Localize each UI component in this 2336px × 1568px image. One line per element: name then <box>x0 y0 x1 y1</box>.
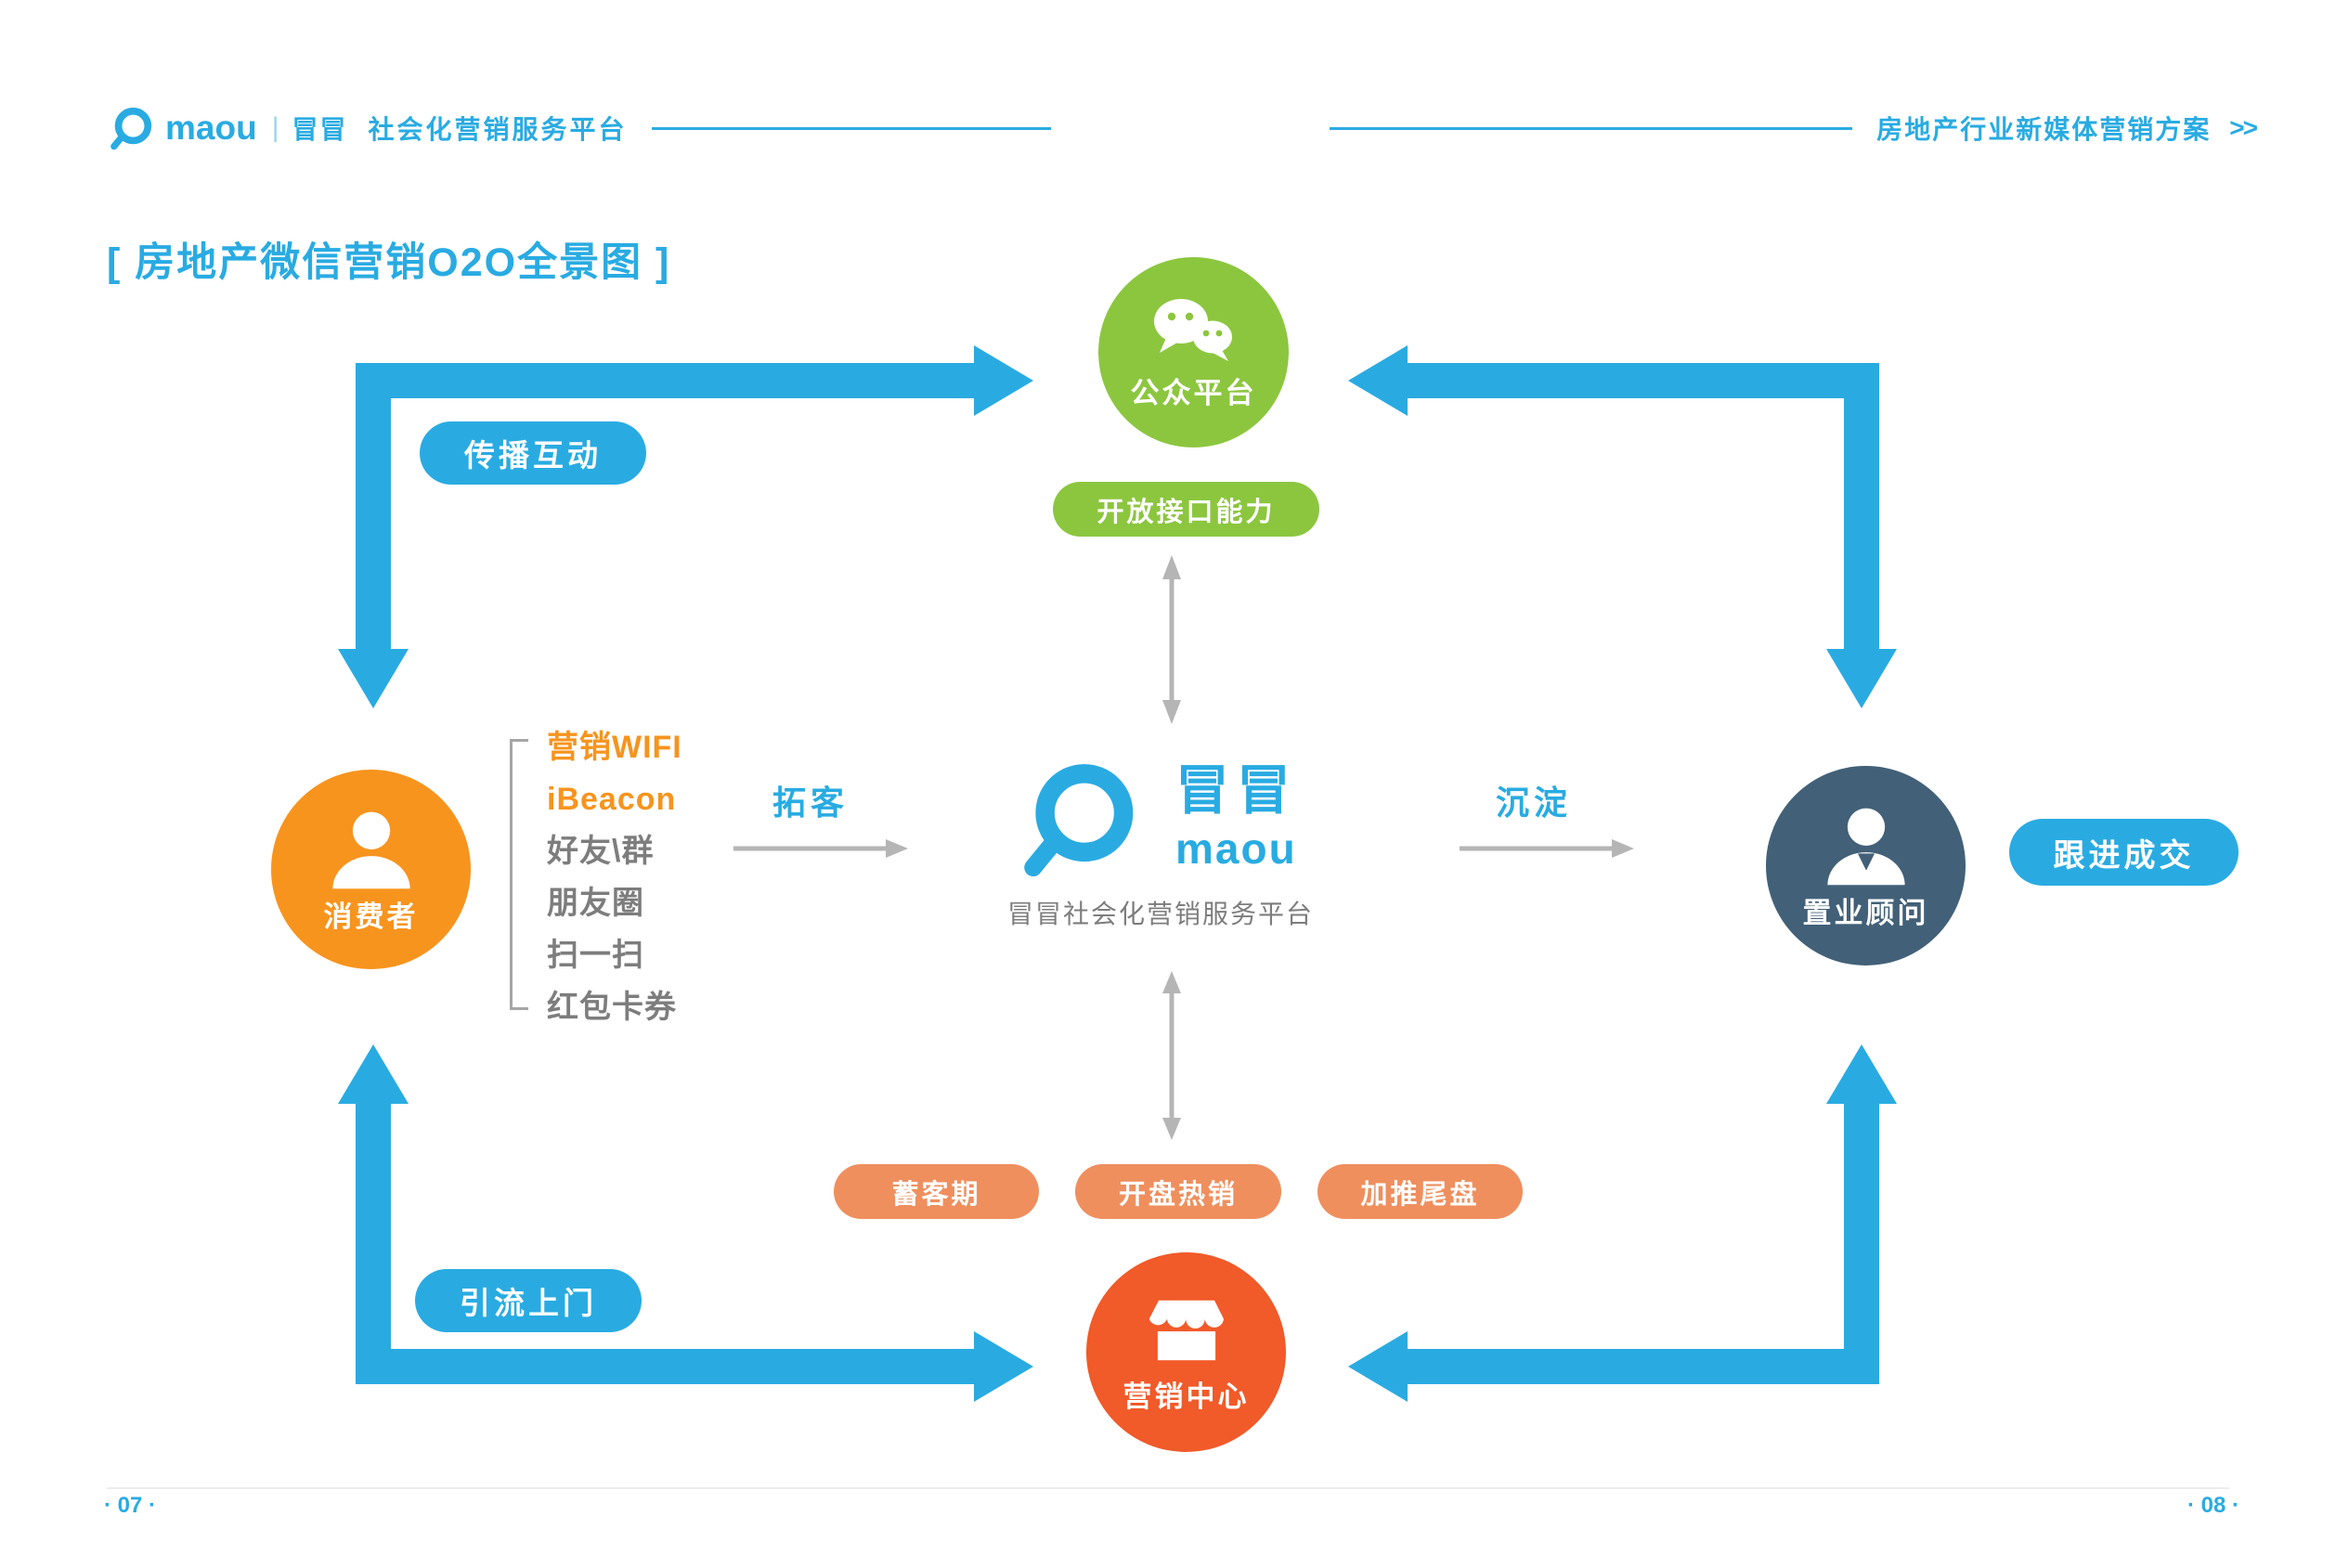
arrow-consultant-marketing <box>1348 1044 1897 1402</box>
arrow-openapi-maou <box>1162 555 1181 724</box>
maou-center-brand: 冒冒 maou <box>1175 760 1299 874</box>
arrow-maou-consultant <box>1460 839 1634 858</box>
logo-brand-en: maou <box>165 109 257 147</box>
channel-list: 营销WIFI iBeacon 好友\群 朋友圈 扫一扫 红包卡券 <box>547 721 682 1033</box>
arrow-consumer-marketing <box>338 1044 1033 1402</box>
channel-item: 好友\群 <box>547 834 655 869</box>
header-rule-right <box>1330 126 1853 130</box>
maou-caption: 冒冒社会化营销服务平台 <box>1006 900 1314 928</box>
open-api-pill: 开放接口能力 <box>1053 482 1319 537</box>
node-consultant: 置业顾问 <box>1766 766 1966 965</box>
flow-label-acquire: 拓客 <box>772 784 849 822</box>
channel-item: iBeacon <box>547 782 677 817</box>
store-icon <box>1149 1300 1224 1361</box>
channel-item: 朋友圈 <box>547 886 644 921</box>
doc-title: 房地产行业新媒体营销方案 <box>1876 115 2212 144</box>
node-label: 营销中心 <box>1123 1380 1250 1413</box>
channel-item: 扫一扫 <box>547 938 644 973</box>
wechat-icon <box>1153 299 1232 361</box>
lead-in-pill: 引流上门 <box>415 1269 642 1332</box>
logo-divider: | <box>271 112 279 143</box>
node-public-platform: 公众平台 <box>1098 257 1289 447</box>
page-number-right: · 08 · <box>2187 1493 2239 1518</box>
arrow-consumer-public <box>338 345 1033 708</box>
maou-logo-icon <box>110 107 152 150</box>
logo-brand-cn: 冒冒 <box>292 115 348 144</box>
arrow-channels-maou <box>733 839 908 858</box>
brand-cn: 冒冒 <box>1175 760 1299 821</box>
channel-item: 红包卡券 <box>547 990 677 1025</box>
page-title: [ 房地产微信营销O2O全景图 ] <box>107 240 671 285</box>
node-label: 公众平台 <box>1130 377 1257 409</box>
node-label: 消费者 <box>323 901 419 933</box>
channel-bracket <box>510 739 528 1010</box>
arrow-maou-phases <box>1162 971 1181 1140</box>
person-icon <box>331 811 410 889</box>
logo-tagline: 社会化营销服务平台 <box>368 115 628 144</box>
footer-rule <box>107 1487 2229 1489</box>
follow-deal-pill: 跟进成交 <box>2009 819 2239 886</box>
header-rule-left <box>651 126 1051 130</box>
consultant-icon <box>1826 808 1905 886</box>
flow-label-settle: 沉淀 <box>1495 784 1572 822</box>
node-marketing-center: 营销中心 <box>1086 1252 1286 1452</box>
phase-pill-3: 加推尾盘 <box>1317 1164 1523 1219</box>
chevrons-icon: >> <box>2229 113 2258 142</box>
spread-interact-pill: 传播互动 <box>420 421 646 485</box>
node-label: 置业顾问 <box>1802 897 1929 929</box>
page-number-left: · 07 · <box>104 1493 157 1518</box>
phase-pill-2: 开盘热销 <box>1075 1164 1281 1219</box>
node-consumer: 消费者 <box>271 770 471 969</box>
channel-item: 营销WIFI <box>547 730 682 765</box>
header-left: maou | 冒冒 社会化营销服务平台 <box>110 104 1051 152</box>
maou-center-logo-icon <box>1024 764 1134 877</box>
header-right: 房地产行业新媒体营销方案 >> <box>1330 104 2258 152</box>
phase-pill-1: 蓄客期 <box>834 1164 1039 1219</box>
arrow-consultant-public <box>1348 345 1897 708</box>
brand-en: maou <box>1175 823 1297 873</box>
